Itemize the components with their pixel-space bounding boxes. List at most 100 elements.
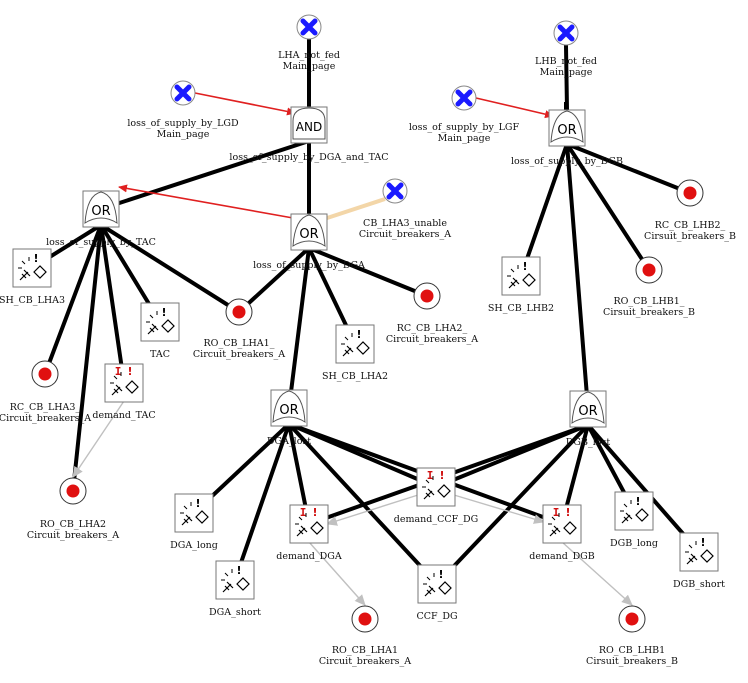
node-label-line: Main_page — [437, 133, 491, 144]
node-label-line: RO_CB_LHB1 — [598, 645, 666, 656]
node-dga-short[interactable]: ! — [215, 560, 255, 600]
node-label-line: demand_DGB — [529, 551, 595, 562]
node-ccf-dg[interactable]: ! — [417, 564, 457, 604]
spark-glyph — [620, 500, 632, 512]
node-label-line: LHA_not_fed — [278, 50, 340, 61]
node-label-line: Circuit_breakers_A — [358, 229, 452, 240]
node-or-dga[interactable]: OR — [290, 213, 328, 251]
node-lhb-not-fed[interactable] — [553, 20, 579, 46]
node-rc-cb-lhb2[interactable] — [676, 179, 704, 207]
node-demand-ccf-dg[interactable]: I! — [416, 467, 456, 507]
node-or-dgb[interactable]: OR — [548, 109, 586, 147]
node-ro-cb-lhb1-bottom[interactable] — [618, 605, 646, 633]
node-label-line: Main_page — [156, 129, 210, 140]
exclamation-mark: ! — [236, 564, 241, 577]
spark-glyph — [422, 476, 434, 488]
node-ro-cb-lha2[interactable] — [59, 477, 87, 505]
node-label-rc-cb-lha3: RC_CB_LHA3_Circuit_breakers_A — [0, 402, 91, 424]
node-label-line: DGB_lost — [565, 437, 611, 448]
socket-glyph — [522, 273, 536, 287]
edge-tree-or_tac-to-demand_tac — [99, 223, 126, 385]
edge-tree-or_tac-to-rc_cb_lha3 — [43, 223, 103, 376]
gate-type-label: OR — [578, 404, 597, 419]
gate-type-label: AND — [296, 120, 322, 134]
edge-tree-or_tac-to-ro_cb_lha2 — [71, 223, 103, 493]
node-sh-cb-lha2[interactable]: ! — [335, 324, 375, 364]
node-label-line: demand_TAC — [92, 410, 156, 421]
node-sh-cb-lhb2[interactable]: ! — [501, 256, 541, 296]
node-label-dgb-long: DGB_long — [610, 538, 658, 549]
node-label-line: Main_page — [539, 67, 593, 78]
node-label-rc-cb-lha2: RC_CB_LHA2_Circuit_breakers_A — [386, 323, 478, 345]
socket-glyph — [700, 549, 714, 563]
edges-layer — [30, 38, 701, 606]
spark-glyph — [507, 265, 519, 277]
socket-glyph — [33, 265, 47, 279]
plug-glyph — [342, 345, 354, 357]
node-dgb-long[interactable]: ! — [614, 491, 654, 531]
basic-event-dot — [683, 186, 697, 200]
node-demand-dga[interactable]: I! — [289, 504, 329, 544]
node-loss-lgf[interactable] — [451, 85, 477, 111]
node-dgb-short[interactable]: ! — [679, 532, 719, 572]
node-label-or-dga-lost: DGA_lost — [267, 436, 311, 447]
demand-exclamation-mark: ! — [565, 506, 570, 519]
spark-glyph — [423, 573, 435, 585]
node-demand-tac[interactable]: I! — [104, 363, 144, 403]
socket-glyph — [161, 319, 175, 333]
node-label-or-dgb-lost: DGB_lost — [566, 437, 610, 448]
node-label-or-dga: loss_of_supply_by_DGA — [253, 260, 365, 271]
node-rc-cb-lha2[interactable] — [413, 282, 441, 310]
node-label-line: Circuit_breakers_A — [385, 334, 479, 345]
edge-pale-cb_lha3_unable-to-or_dga — [320, 197, 386, 222]
node-label-sh-cb-lha2: SH_CB_LHA2 — [322, 371, 388, 382]
node-loss-lgd[interactable] — [170, 80, 196, 106]
node-rc-cb-lha3[interactable] — [31, 360, 59, 388]
spark-glyph — [295, 513, 307, 525]
node-lha-not-fed[interactable] — [296, 14, 322, 40]
socket-glyph — [635, 508, 649, 522]
node-or-tac[interactable]: OR — [82, 190, 120, 228]
node-tac[interactable]: ! — [140, 302, 180, 342]
node-label-line: Cirsuit_breakers_B — [644, 231, 736, 242]
and-gate-shape — [292, 107, 326, 140]
plug-glyph — [686, 553, 698, 565]
node-label-line: loss_of_supply_by_TAC — [46, 237, 156, 248]
or-gate-shape — [272, 390, 306, 423]
node-label-line: Circuit_breakers_A — [192, 349, 286, 360]
node-label-demand-tac: demand_TAC — [92, 410, 155, 421]
node-label-dga-long: DGA_long — [170, 540, 218, 551]
gate-type-label: OR — [557, 123, 576, 138]
node-sh-cb-lha3[interactable]: ! — [12, 248, 52, 288]
node-label-demand-dgb: demand_DGB — [529, 551, 595, 562]
node-cb-lha3-unable[interactable] — [382, 178, 408, 204]
socket-glyph — [125, 380, 139, 394]
node-ro-cb-lha1-bottom[interactable] — [351, 605, 379, 633]
basic-event-dot — [642, 263, 656, 277]
node-label-dga-short: DGA_short — [209, 607, 261, 618]
edge-tree-or_dgb_lost-to-dgb_short — [586, 423, 701, 554]
node-label-line: SH_CB_LHA2 — [321, 371, 389, 382]
node-or-dgb-lost[interactable]: OR — [569, 390, 607, 428]
node-dga-long[interactable]: ! — [174, 493, 214, 533]
basic-event-dot — [66, 484, 80, 498]
or-gate-shape — [292, 214, 326, 247]
node-and-dga-tac[interactable]: AND — [290, 106, 328, 144]
node-label-line: Cirsuit_breakers_B — [603, 307, 695, 318]
plug-glyph — [508, 277, 520, 289]
node-label-line: demand_DGA — [276, 551, 342, 562]
basic-event-dot — [232, 305, 246, 319]
node-demand-dgb[interactable]: I! — [542, 504, 582, 544]
exclamation-mark: ! — [195, 497, 200, 510]
node-ro-cb-lha1-top[interactable] — [225, 298, 253, 326]
edge-tree-or_dgb-to-ro_cb_lhb1_top — [565, 142, 651, 272]
node-label-line: DGB_short — [672, 579, 726, 590]
spark-glyph — [685, 541, 697, 553]
node-or-dga-lost[interactable]: OR — [270, 389, 308, 427]
transfer-x-mark — [174, 84, 192, 102]
edge-tree-or_dga-to-rc_cb_lha2 — [307, 246, 429, 298]
node-ro-cb-lhb1-top[interactable] — [635, 256, 663, 284]
